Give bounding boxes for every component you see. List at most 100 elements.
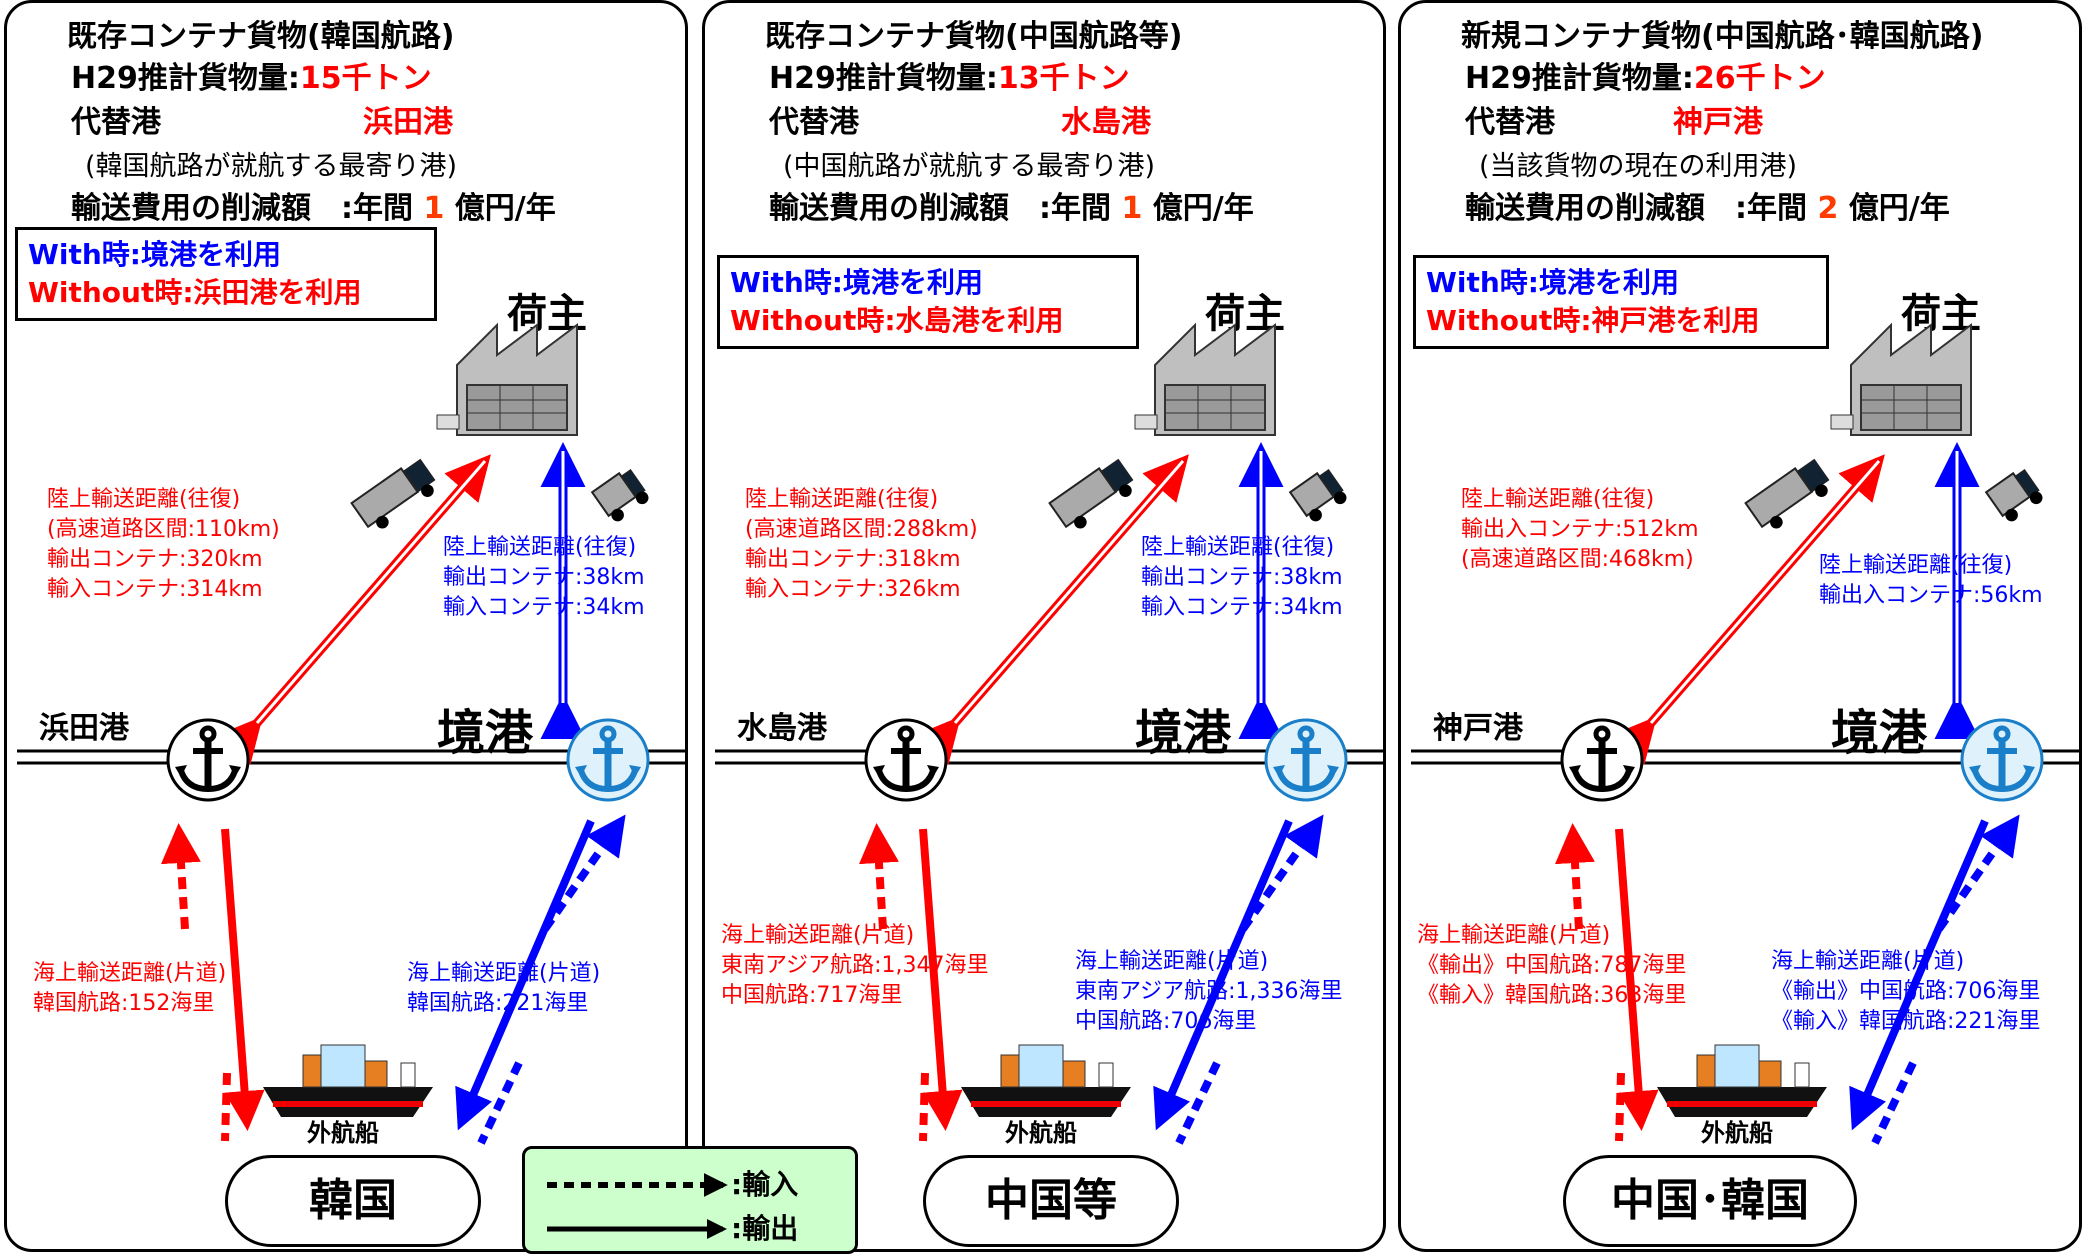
anchor-icon-main-port bbox=[1960, 718, 2044, 802]
cost-value: 1 bbox=[423, 191, 445, 226]
land-blue-line: 輸入コンテナ:34km bbox=[1141, 595, 1343, 620]
land-red-line: (高速道路区間:288km) bbox=[745, 517, 978, 542]
land-red-line: 輸出入コンテナ:512km bbox=[1461, 517, 1699, 542]
sea-distance-alt: 海上輸送距離(片道)《輸出》中国航路:787海里《輸入》韓国航路:363海里 bbox=[1417, 921, 1686, 1011]
without-text: Without時:神戸港を利用 bbox=[1426, 304, 1760, 337]
land-blue-line: 陸上輸送距離(往復) bbox=[1141, 535, 1335, 560]
anchor-icon-alt-port bbox=[166, 718, 250, 802]
with-text: With時:境港を利用 bbox=[28, 238, 281, 271]
land-red-line: (高速道路区間:468km) bbox=[1461, 547, 1694, 572]
cost-value: 1 bbox=[1121, 191, 1143, 226]
legend-box: :輸入 :輸出 bbox=[522, 1146, 858, 1254]
sea-distance-alt: 海上輸送距離(片道)東南アジア航路:1,347海里中国航路:717海里 bbox=[721, 921, 989, 1011]
panel-title: 新規コンテナ貨物(中国航路･韓国航路) bbox=[1461, 19, 1984, 54]
sea-export-main bbox=[1153, 819, 1293, 1131]
panel-new-cargo: 新規コンテナ貨物(中国航路･韓国航路)H29推計貨物量:26千トン代替港神戸港(… bbox=[1398, 0, 2082, 1252]
sea-export-alt bbox=[919, 828, 963, 1131]
destination-korea: 韓国 bbox=[225, 1155, 481, 1247]
destination-china: 中国等 bbox=[923, 1155, 1179, 1247]
ship-label: 外航船 bbox=[1701, 1119, 1773, 1147]
alt-note: (韓国航路が就航する最寄り港) bbox=[85, 151, 458, 182]
volume-value: 13千トン bbox=[997, 61, 1130, 96]
land-red-line: 陸上輸送距離(往復) bbox=[47, 487, 241, 512]
panel-china-route: 既存コンテナ貨物(中国航路等)H29推計貨物量:13千トン代替港水島港(中国航路… bbox=[702, 0, 1386, 1252]
truck-icon-blue-side bbox=[590, 469, 649, 522]
panel-korea-route: 既存コンテナ貨物(韓国航路)H29推計貨物量:15千トン代替港浜田港(韓国航路が… bbox=[4, 0, 688, 1252]
sea-blue-line: 《輸入》韓国航路:221海里 bbox=[1771, 1009, 2041, 1034]
with-text: With時:境港を利用 bbox=[1426, 266, 1679, 299]
sea-red-line: 海上輸送距離(片道) bbox=[1417, 923, 1611, 948]
volume-label: H29推計貨物量 bbox=[1465, 61, 1682, 96]
sea-distance-alt: 海上輸送距離(片道)韓国航路:152海里 bbox=[33, 959, 226, 1019]
alt-port-row: 代替港 水島港 bbox=[769, 103, 1151, 143]
main-port-name: 境港 bbox=[437, 705, 534, 761]
sea-import-main bbox=[541, 814, 626, 932]
land-red-line: 輸入コンテナ:326km bbox=[745, 577, 961, 602]
land-distance-alt: 陸上輸送距離(往復)輸出入コンテナ:512km(高速道路区間:468km) bbox=[1461, 485, 1699, 575]
land-blue-line: 陸上輸送距離(往復) bbox=[1819, 553, 2013, 578]
sea-blue-line: 東南アジア航路:1,336海里 bbox=[1075, 979, 1343, 1004]
alt-port-row: 代替港神戸港 bbox=[1465, 103, 1763, 143]
cost-row: 輸送費用の削減額:年間 1 億円/年 bbox=[71, 189, 556, 229]
sea-import-main bbox=[1239, 814, 1324, 932]
anchor-icon-alt-port bbox=[1560, 718, 1644, 802]
land-distance-main: 陸上輸送距離(往復) 輸出入コンテナ:56km bbox=[1819, 551, 2043, 611]
sea-distance-main: 海上輸送距離(片道)《輸出》中国航路:706海里《輸入》韓国航路:221海里 bbox=[1771, 947, 2040, 1037]
alt-value: 浜田港 bbox=[363, 105, 453, 140]
sea-blue-line: 海上輸送距離(片道) bbox=[407, 961, 601, 986]
truck-icon-blue-side bbox=[1984, 469, 2043, 522]
sea-distance-main: 海上輸送距離(片道)東南アジア航路:1,336海里中国航路:706海里 bbox=[1075, 947, 1343, 1037]
alt-value: 水島港 bbox=[1061, 105, 1151, 140]
alt-port-name: 浜田港 bbox=[39, 711, 129, 746]
with-without-box: With時:境港を利用 Without時:水島港を利用 bbox=[717, 255, 1139, 349]
sea-import-main bbox=[1935, 814, 2020, 932]
cost-prefix: :年間 bbox=[341, 191, 413, 226]
cost-row: 輸送費用の削減額:年間 2 億円/年 bbox=[1465, 189, 1950, 229]
cost-label: 輸送費用の削減額 bbox=[71, 191, 311, 226]
cost-prefix: :年間 bbox=[1735, 191, 1807, 226]
with-text: With時:境港を利用 bbox=[730, 266, 983, 299]
truck-icon-blue-side bbox=[1288, 469, 1347, 522]
land-red-line: 輸出コンテナ:320km bbox=[47, 547, 263, 572]
factory-icon bbox=[1830, 322, 1972, 436]
without-text: Without時:水島港を利用 bbox=[730, 304, 1064, 337]
ship-icon bbox=[1657, 1044, 1827, 1117]
anchor-icon-main-port bbox=[566, 718, 650, 802]
sea-red-line: 海上輸送距離(片道) bbox=[721, 923, 915, 948]
volume-value: 15千トン bbox=[299, 61, 432, 96]
legend-export-label: :輸出 bbox=[731, 1212, 799, 1245]
sea-import-alt bbox=[1554, 823, 1595, 930]
land-blue-line: 輸出コンテナ:38km bbox=[1141, 565, 1343, 590]
volume-label: H29推計貨物量 bbox=[769, 61, 986, 96]
land-blue-line: 輸入コンテナ:34km bbox=[443, 595, 645, 620]
sea-export-alt bbox=[221, 828, 265, 1131]
factory-icon bbox=[1134, 322, 1276, 436]
sea-red-line: 中国航路:717海里 bbox=[721, 983, 903, 1008]
cost-label: 輸送費用の削減額 bbox=[769, 191, 1009, 226]
cost-prefix: :年間 bbox=[1039, 191, 1111, 226]
land-distance-main: 陸上輸送距離(往復) 輸出コンテナ:38km 輸入コンテナ:34km bbox=[1141, 533, 1343, 623]
volume-row: H29推計貨物量:15千トン bbox=[71, 61, 432, 96]
sea-import-alt bbox=[160, 823, 201, 930]
alt-label: 代替港 bbox=[769, 105, 859, 140]
alt-port-name: 神戸港 bbox=[1433, 711, 1523, 746]
ship-label: 外航船 bbox=[307, 1119, 379, 1147]
cost-value: 2 bbox=[1817, 191, 1839, 226]
ship-label: 外航船 bbox=[1005, 1119, 1077, 1147]
cost-label: 輸送費用の削減額 bbox=[1465, 191, 1705, 226]
legend-import-label: :輸入 bbox=[731, 1168, 799, 1201]
alt-note: (中国航路が就航する最寄り港) bbox=[783, 151, 1156, 182]
anchor-icon-alt-port bbox=[864, 718, 948, 802]
cost-row: 輸送費用の削減額 :年間 1 億円/年 bbox=[769, 189, 1254, 229]
factory-icon bbox=[436, 322, 578, 436]
alt-value: 神戸港 bbox=[1673, 105, 1763, 140]
sea-red-line: 《輸入》韓国航路:363海里 bbox=[1417, 983, 1687, 1008]
sea-import-alt bbox=[858, 823, 899, 930]
sea-blue-line: 中国航路:706海里 bbox=[1075, 1009, 1257, 1034]
cost-unit: 億円/年 bbox=[1152, 191, 1254, 226]
land-blue-line: 輸出入コンテナ:56km bbox=[1819, 583, 2043, 608]
